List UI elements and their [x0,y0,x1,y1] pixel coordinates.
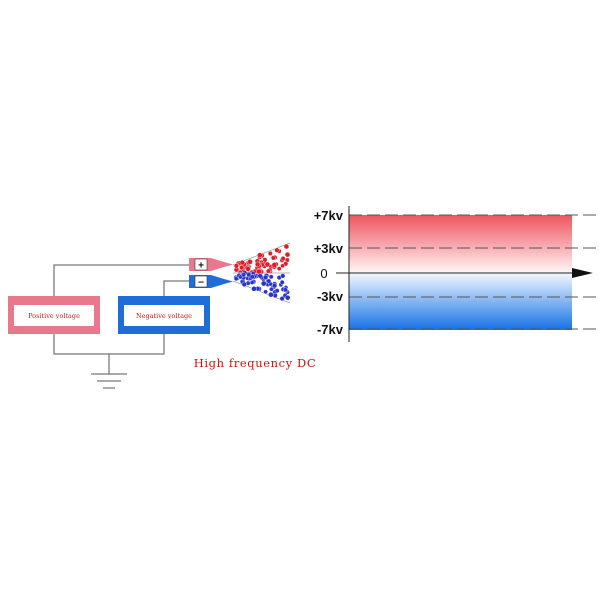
negative-ion-cloud [233,270,291,302]
positive-voltage-band [349,215,572,273]
level-lines [349,214,597,330]
positive-ion-particle [276,266,282,271]
positive-ion-particle [239,259,245,266]
negative-ion-particle [266,278,272,284]
negative-ion-particle [246,272,252,278]
negative-ion-particle [263,274,269,280]
negative-emitter: − [189,275,233,289]
positive-ion-particle [254,261,261,267]
positive-nozzle [211,258,233,271]
level-label-zero: 0 [320,266,327,281]
positive-ion-cloud [233,243,291,276]
positive-ion-particle [274,247,280,253]
positive-ion-particle [270,255,276,261]
positive-ion-particle [271,262,278,268]
caption: High frequency DC [194,356,316,370]
negative-supply-box: Negative voltage [118,296,210,334]
positive-supply-label: Positive voltage [28,312,80,320]
positive-ion-particle [257,252,263,258]
minus-symbol: − [198,278,204,289]
positive-ion-particle [256,268,262,275]
positive-ion-particle [265,268,271,274]
positive-ion-particle [262,257,268,263]
negative-ion-particle [249,280,255,285]
plus-symbol: + [198,261,204,272]
positive-ion-particle [239,265,245,271]
positive-supply-wire [53,264,191,296]
level-label-minus3: -3kv [317,289,344,304]
negative-ion-particle [272,283,278,289]
negative-ion-particle [269,286,274,292]
positive-ion-particle [233,263,239,269]
negative-ion-particle [241,281,247,288]
positive-emitter: + [189,258,233,272]
circuit: Positive voltage Negative voltage + − [8,242,316,389]
negative-ion-particle [282,287,288,293]
negative-ion-particle [279,296,285,302]
negative-ion-particle [279,279,285,285]
positive-supply-box: Positive voltage [8,296,100,334]
positive-ion-particle [247,259,253,265]
negative-voltage-band [349,273,572,330]
positive-ion-particle [267,251,273,256]
negative-nozzle [211,275,233,288]
negative-ion-particle [280,273,286,279]
negative-ion-particle [251,286,257,292]
level-label-minus7: -7kv [317,322,344,337]
ground-icon [91,373,127,389]
negative-ion-particle [268,274,274,280]
axis-arrow-icon [572,268,593,278]
negative-ion-particle [274,288,280,294]
positive-ion-particle [284,251,291,258]
negative-supply-wire [163,280,191,296]
level-label-plus7: +7kv [314,208,344,223]
negative-ion-particle [263,289,268,295]
negative-ion-particle [241,272,246,278]
negative-ion-particle [272,292,278,299]
negative-ion-particle [285,295,291,301]
negative-ion-particle [268,291,274,298]
level-label-plus3: +3kv [314,241,344,256]
negative-supply-label: Negative voltage [136,312,192,320]
positive-ion-particle [245,266,251,272]
negative-ion-particle [233,276,239,282]
negative-ion-particle [260,280,267,287]
positive-ion-particle [280,256,286,262]
ground-wire [53,334,165,355]
positive-ion-particle [264,261,271,268]
negative-ion-particle [257,273,263,279]
voltage-scale: +7kv +3kv 0 -3kv -7kv [314,206,597,342]
positive-ion-particle [280,263,285,269]
wires [53,264,191,374]
positive-ion-particle [283,243,290,250]
